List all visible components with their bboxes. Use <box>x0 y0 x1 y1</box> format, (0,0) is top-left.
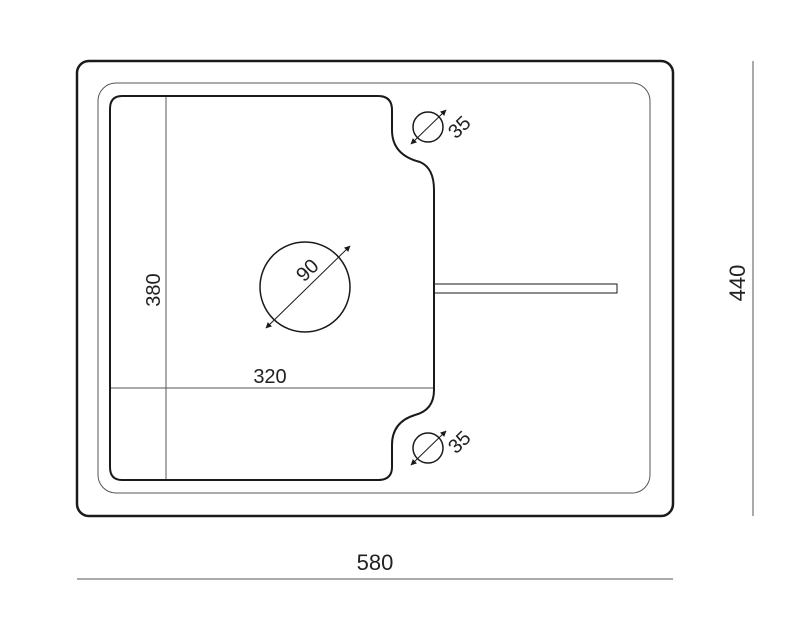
tap-hole-bottom-label: 35 <box>444 427 475 458</box>
tap-hole-top-arrow <box>410 109 447 145</box>
bowl-width-label: 320 <box>253 366 286 388</box>
tap-hole-bottom-arrow <box>410 430 447 466</box>
drain-diameter-label: 90 <box>292 255 323 286</box>
overall-height-label: 440 <box>725 265 750 302</box>
bowl-outline <box>109 95 435 481</box>
drain-diameter-arrow <box>265 245 351 329</box>
drainboard-groove <box>433 283 618 294</box>
tap-hole-top-label: 35 <box>444 112 475 143</box>
bowl-height-label: 380 <box>143 273 165 306</box>
sink-outer-outline <box>75 59 675 518</box>
drain-hole <box>259 241 351 333</box>
sink-inner-rim <box>97 82 651 494</box>
overall-width-label: 580 <box>357 550 394 575</box>
